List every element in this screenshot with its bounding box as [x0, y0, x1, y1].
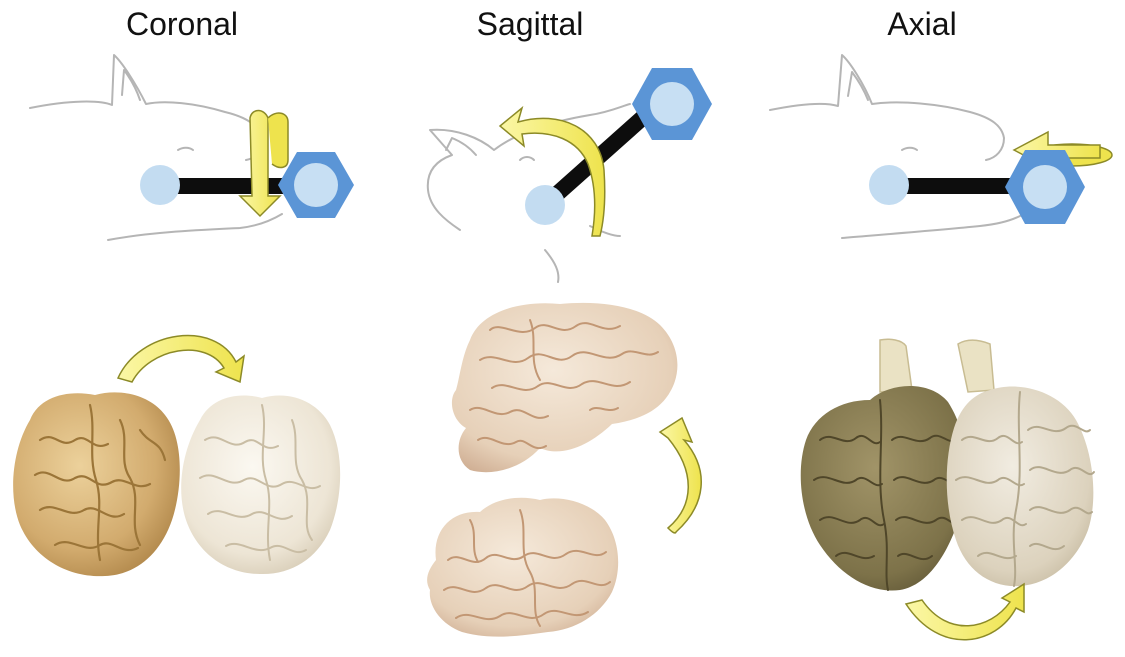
axial-small-sphere: [869, 165, 909, 205]
coronal-brain-after: [181, 396, 340, 575]
coronal-flip-arrow: [118, 336, 244, 382]
axial-flip-arrow: [906, 584, 1024, 640]
sagittal-small-sphere: [525, 185, 565, 225]
sagittal-brain-bottom: [427, 498, 618, 637]
sagittal-brain-top: [452, 303, 678, 472]
axial-head-outline: [770, 55, 1020, 238]
coronal-head-outline: [30, 55, 282, 240]
coronal-brain-before: [13, 392, 180, 576]
axial-brain-before: [801, 339, 967, 590]
coronal-hexagon: [278, 152, 354, 218]
sagittal-hexagon: [632, 68, 712, 140]
sagittal-flip-arrow: [660, 418, 701, 533]
coronal-small-sphere: [140, 165, 180, 205]
axial-brain-after: [947, 340, 1094, 586]
coronal-rotation-arrow: [240, 111, 288, 217]
